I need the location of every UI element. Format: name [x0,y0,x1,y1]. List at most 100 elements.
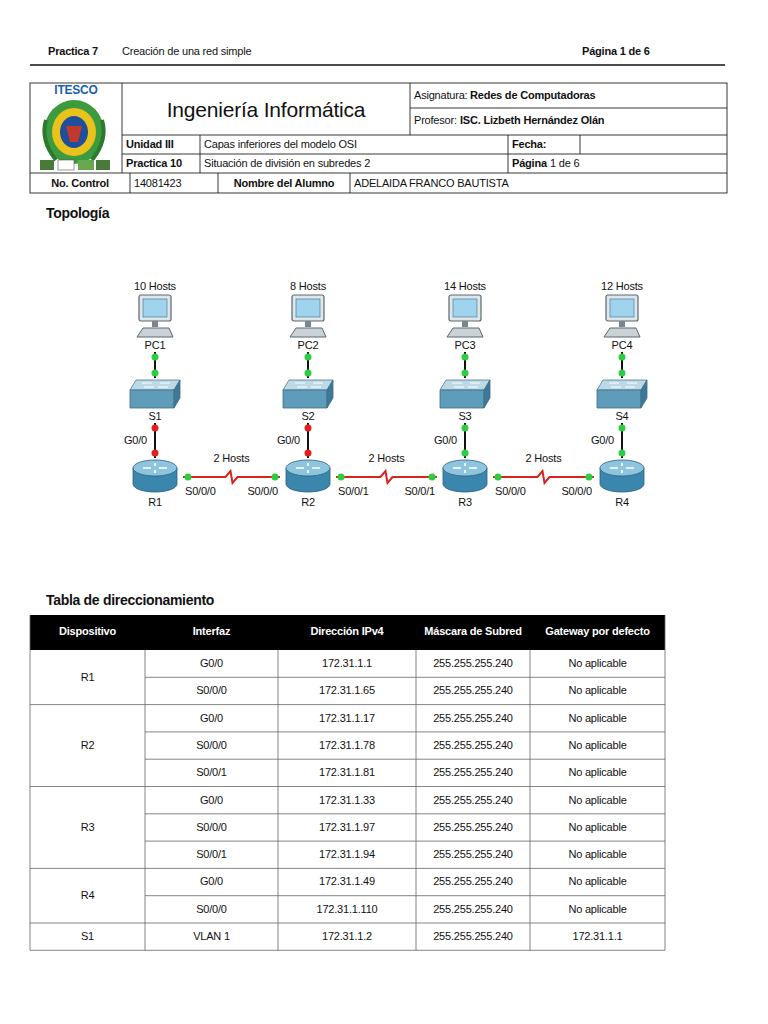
table-cell: 255.255.255.240 [416,684,530,697]
stroke [600,460,644,476]
stroke [462,321,468,327]
pc-icon [286,293,330,339]
stroke [286,460,330,476]
stroke [145,895,665,896]
host-count: 12 Hosts [597,280,647,293]
router-icon [283,458,333,496]
table-cell: R2 [30,739,145,752]
stroke [447,328,483,337]
table-cell: No aplicable [530,766,665,779]
program-name: Ingeniería Informática [122,97,410,122]
port-light [152,354,159,361]
switch-icon [438,378,492,410]
router-icon [130,458,180,496]
table-cell: 172.31.1.65 [278,684,416,697]
stroke [143,463,167,473]
table-cell: S0/0/0 [145,739,278,752]
field-value: ISC. Lizbeth Hernández Olán [460,114,604,127]
stroke [145,731,665,732]
host-count: 10 Hosts [130,280,180,293]
stroke [137,328,173,337]
field-label: Profesor: [414,114,457,127]
stroke [142,383,170,387]
table-cell: 172.31.1.1 [278,657,416,670]
stroke [453,299,477,317]
pc-node: 10 HostsPC1 [130,280,180,352]
stroke [530,650,531,950]
table-cell: 172.31.1.49 [278,875,416,888]
stroke [152,321,158,327]
table-cell: 255.255.255.240 [416,903,530,916]
table-cell: 255.255.255.240 [416,794,530,807]
router-icon [597,458,647,496]
table-cell: 172.31.1.97 [278,821,416,834]
stroke [609,383,637,387]
stroke [30,704,665,705]
port-light [619,450,626,457]
table-cell: 255.255.255.240 [416,821,530,834]
stroke [174,380,180,408]
device-name: R3 [437,496,493,509]
field-value: Capas inferiores del modelo OSI [204,138,357,151]
port-light [462,370,469,377]
field-value: Redes de Computadoras [470,89,595,102]
serial-link [493,471,594,483]
stroke [145,841,665,842]
device-name: PC3 [440,339,490,352]
device-name: R2 [280,496,336,509]
field-label: Asignatura: [414,89,467,102]
device-name: S1 [125,410,185,423]
port-light [272,474,279,481]
stroke [139,295,171,321]
table-cell: G0/0 [145,875,278,888]
table-cell: No aplicable [530,848,665,861]
table-cell: No aplicable [530,684,665,697]
stroke [145,759,665,760]
device-name: S2 [278,410,338,423]
host-count: 8 Hosts [283,280,333,293]
link-label: 2 Hosts [368,452,406,465]
switch-node: S4 [592,378,652,423]
table-cell: G0/0 [145,794,278,807]
stroke [665,615,666,950]
port-light [185,474,192,481]
section-heading: Topología [46,205,109,222]
stroke [283,390,327,408]
serial-link [336,471,437,483]
column-header: Dispositivo [30,625,145,638]
page-header: Creación de una red simple [122,45,251,58]
stroke [484,380,490,408]
stroke [597,390,641,408]
table-cell: VLAN 1 [145,930,278,943]
router-node: R1 [127,458,183,509]
field-label: Fecha: [512,138,546,151]
stroke [283,380,333,390]
field-value: Situación de división en subredes 2 [204,157,370,170]
table-cell: 172.31.1.94 [278,848,416,861]
device-name: S3 [435,410,495,423]
stroke [30,786,665,787]
stroke [327,380,333,408]
device-name: PC2 [283,339,333,352]
stroke [145,813,665,814]
table-cell: No aplicable [530,903,665,916]
stroke [30,923,665,924]
interface-label: S0/0/0 [495,485,526,498]
pc-node: 12 HostsPC4 [597,280,647,352]
table-cell: S0/0/1 [145,848,278,861]
interface-label: S0/0/0 [561,485,592,498]
switch-icon [128,378,182,410]
stroke [130,380,180,390]
switch-node: S1 [125,378,185,423]
port-light [305,370,312,377]
port-light [305,425,312,432]
interface-label: G0/0 [590,434,615,447]
stroke [30,950,665,951]
router-node: R2 [280,458,336,509]
device-name: R1 [127,496,183,509]
table-cell: 172.31.1.1 [530,930,665,943]
stroke [133,460,177,476]
table-cell: 255.255.255.240 [416,875,530,888]
table-cell: S0/0/0 [145,821,278,834]
field-label: Practica 10 [126,157,182,170]
